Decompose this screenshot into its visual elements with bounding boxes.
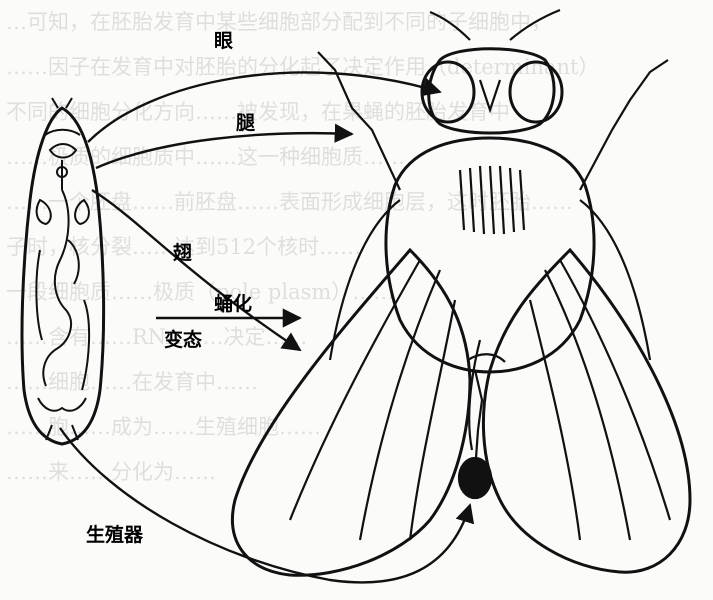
eye-label: 眼 <box>214 26 233 53</box>
genitalia-label: 生殖器 <box>86 520 143 547</box>
connector-arrows <box>60 72 470 582</box>
leg-label: 腿 <box>236 108 255 135</box>
wing-label: 翅 <box>173 238 192 265</box>
metamorphosis-label: 变态 <box>164 325 202 352</box>
pupation-label: 蛹化 <box>214 289 252 316</box>
adult-fly-drawing <box>232 10 690 575</box>
pupa-larva-drawing <box>22 98 104 444</box>
